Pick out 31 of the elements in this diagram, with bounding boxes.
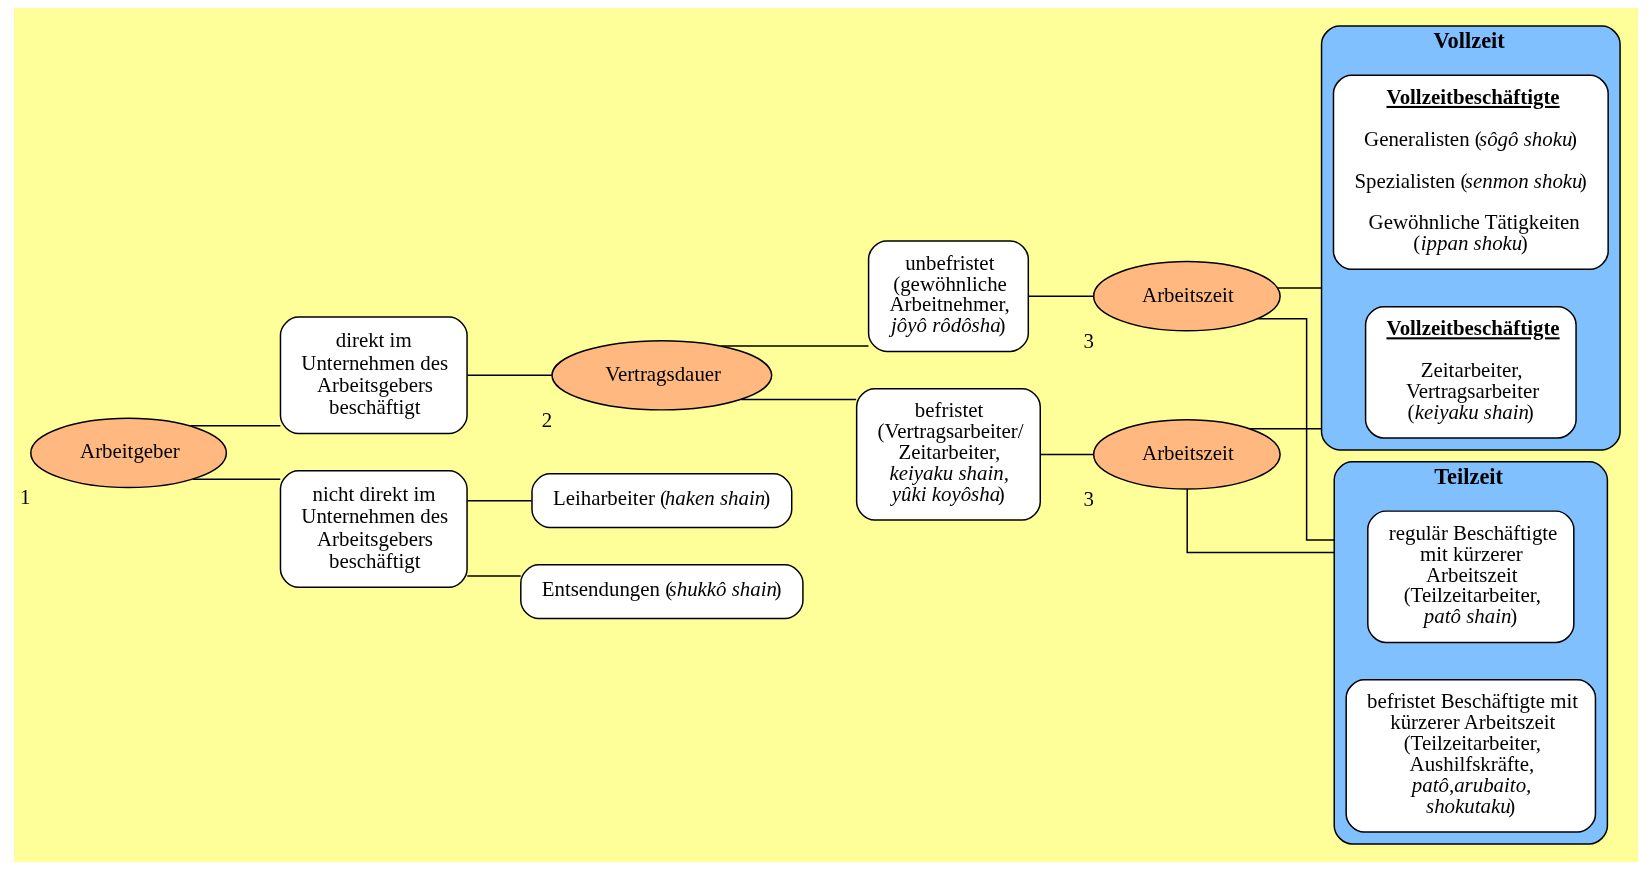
connector <box>1257 318 1335 541</box>
node-label: 2 <box>541 407 553 432</box>
node-label: 1 <box>19 485 31 510</box>
node-box: direkt im Unternehmen des Arbeitsgebers beschäftigt <box>279 316 468 435</box>
connector <box>189 425 282 427</box>
node-ellipse: Arbeitszeit <box>1092 260 1281 332</box>
connector <box>1027 295 1095 297</box>
node-box: nicht direkt im Unternehmen des Arbeitsgebers beschäftigt <box>279 470 468 588</box>
node-box: Entsendungen (shukkô shain) <box>520 564 804 620</box>
node-box: Vollzeitbeschäftigte Generalisten (sôgô shoku) Spezialisten (senmon shoku) Gewöhnliche Tätigkeiten (ippan shoku) <box>1332 74 1609 271</box>
node-ellipse: Arbeitgeber <box>30 417 228 489</box>
node-box: Vollzeitbeschäftigte Zeitarbeiter, Vertragsarbeiter (keiyaku shain) <box>1364 305 1577 439</box>
node-box: Leiharbeiter (haken shain) <box>531 473 793 529</box>
connector <box>466 499 533 502</box>
connector <box>1186 488 1335 554</box>
node-ellipse: Arbeitszeit <box>1092 419 1281 490</box>
node-box: unbefristet (gewöhnliche Arbeitnehmer, jôyô rôdôsha) <box>867 240 1030 353</box>
connector <box>720 345 870 347</box>
connector <box>466 575 522 577</box>
node-box: regulär Beschäftigte mit kürzerer Arbeitszeit (Teilzeitarbeiter, patô shain) <box>1367 510 1575 644</box>
connector <box>1276 287 1323 289</box>
node-label: 3 <box>1083 328 1094 353</box>
node-box: befristet Beschäftigte mit kürzerer Arbeitszeit (Teilzeitarbeiter, Aushilfskräfte, patô,arubaito, shokutaku) <box>1345 679 1597 833</box>
connector <box>192 478 281 481</box>
node-ellipse: Vertragsdauer <box>551 339 773 411</box>
connector <box>740 398 857 401</box>
connector <box>466 374 553 377</box>
connector <box>1039 453 1095 456</box>
node-label: 3 <box>1083 486 1094 511</box>
connector <box>1249 428 1323 430</box>
node-box: befristet (Vertragsarbeiter/ Zeitarbeiter, keiyaku shain, yûki koyôsha) <box>855 388 1041 521</box>
